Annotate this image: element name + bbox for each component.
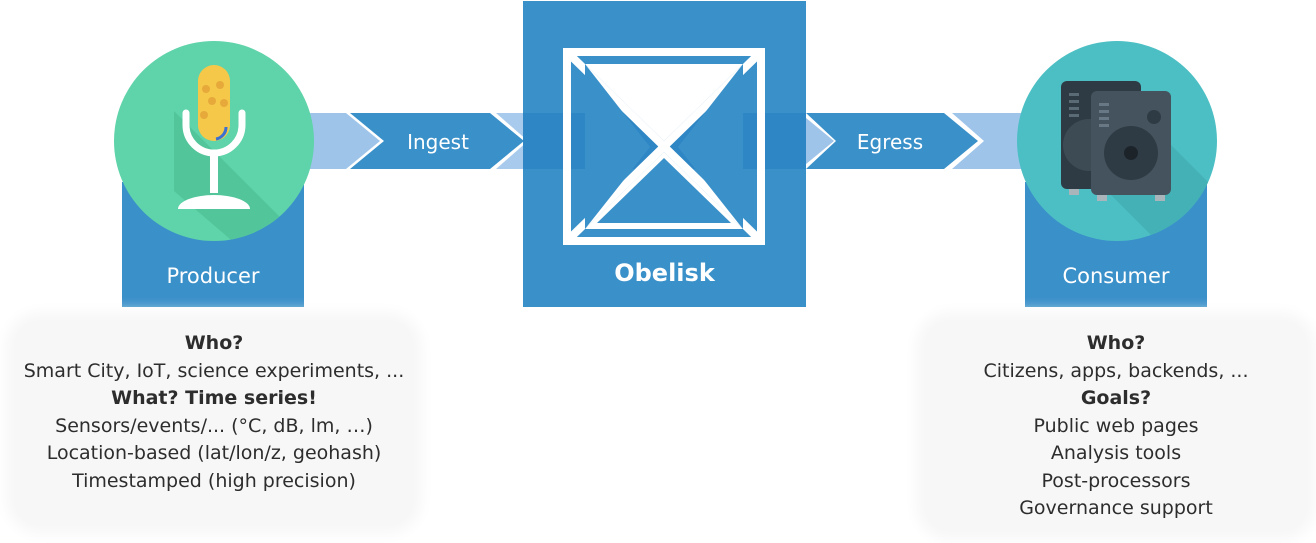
consumer-goals-title: Goals? (1080, 387, 1152, 409)
consumer-label: Consumer (1062, 264, 1170, 288)
consumer-goal-item: Analysis tools (1050, 442, 1182, 464)
consumer-info-panel: Who? Citizens, apps, backends, ... Goals… (924, 320, 1308, 532)
producer-info-panel: Who? Smart City, IoT, science experiment… (14, 320, 414, 526)
ingest-arrow-dark (350, 113, 524, 169)
obelisk-label: Obelisk (614, 259, 715, 287)
ingest-arrow-light (300, 113, 380, 169)
ingest-label: Ingest (407, 130, 469, 154)
microphone-icon (174, 65, 304, 241)
egress-label: Egress (856, 130, 924, 154)
consumer-goal-item: Public web pages (1033, 414, 1199, 437)
producer-who-title: Who? (184, 332, 244, 354)
obelisk-logo-icon (523, 48, 806, 245)
consumer-who-text: Citizens, apps, backends, ... (983, 359, 1249, 382)
producer-circle (114, 41, 314, 241)
speakers-icon (1061, 81, 1217, 241)
producer-what-item: Sensors/events/... (°C, dB, lm, …) (55, 414, 373, 437)
consumer-circle (1017, 41, 1217, 241)
ingest-arrow-tail (496, 113, 528, 169)
obelisk-box: Obelisk (523, 1, 806, 307)
producer-what-title: What? Time series! (111, 387, 317, 409)
egress-arrow-light (800, 113, 834, 169)
producer-who-text: Smart City, IoT, science experiments, ..… (23, 359, 405, 382)
consumer-who-title: Who? (1086, 332, 1146, 354)
producer-what-item: Location-based (lat/lon/z, geohash) (46, 442, 382, 464)
egress-arrow-tail (952, 113, 1030, 169)
consumer-goal-item: Governance support (1019, 497, 1213, 519)
egress-arrow-dark (806, 113, 978, 169)
producer-what-item: Timestamped (high precision) (72, 469, 356, 492)
producer-label: Producer (166, 264, 260, 288)
consumer-goal-item: Post-processors (1041, 469, 1191, 492)
